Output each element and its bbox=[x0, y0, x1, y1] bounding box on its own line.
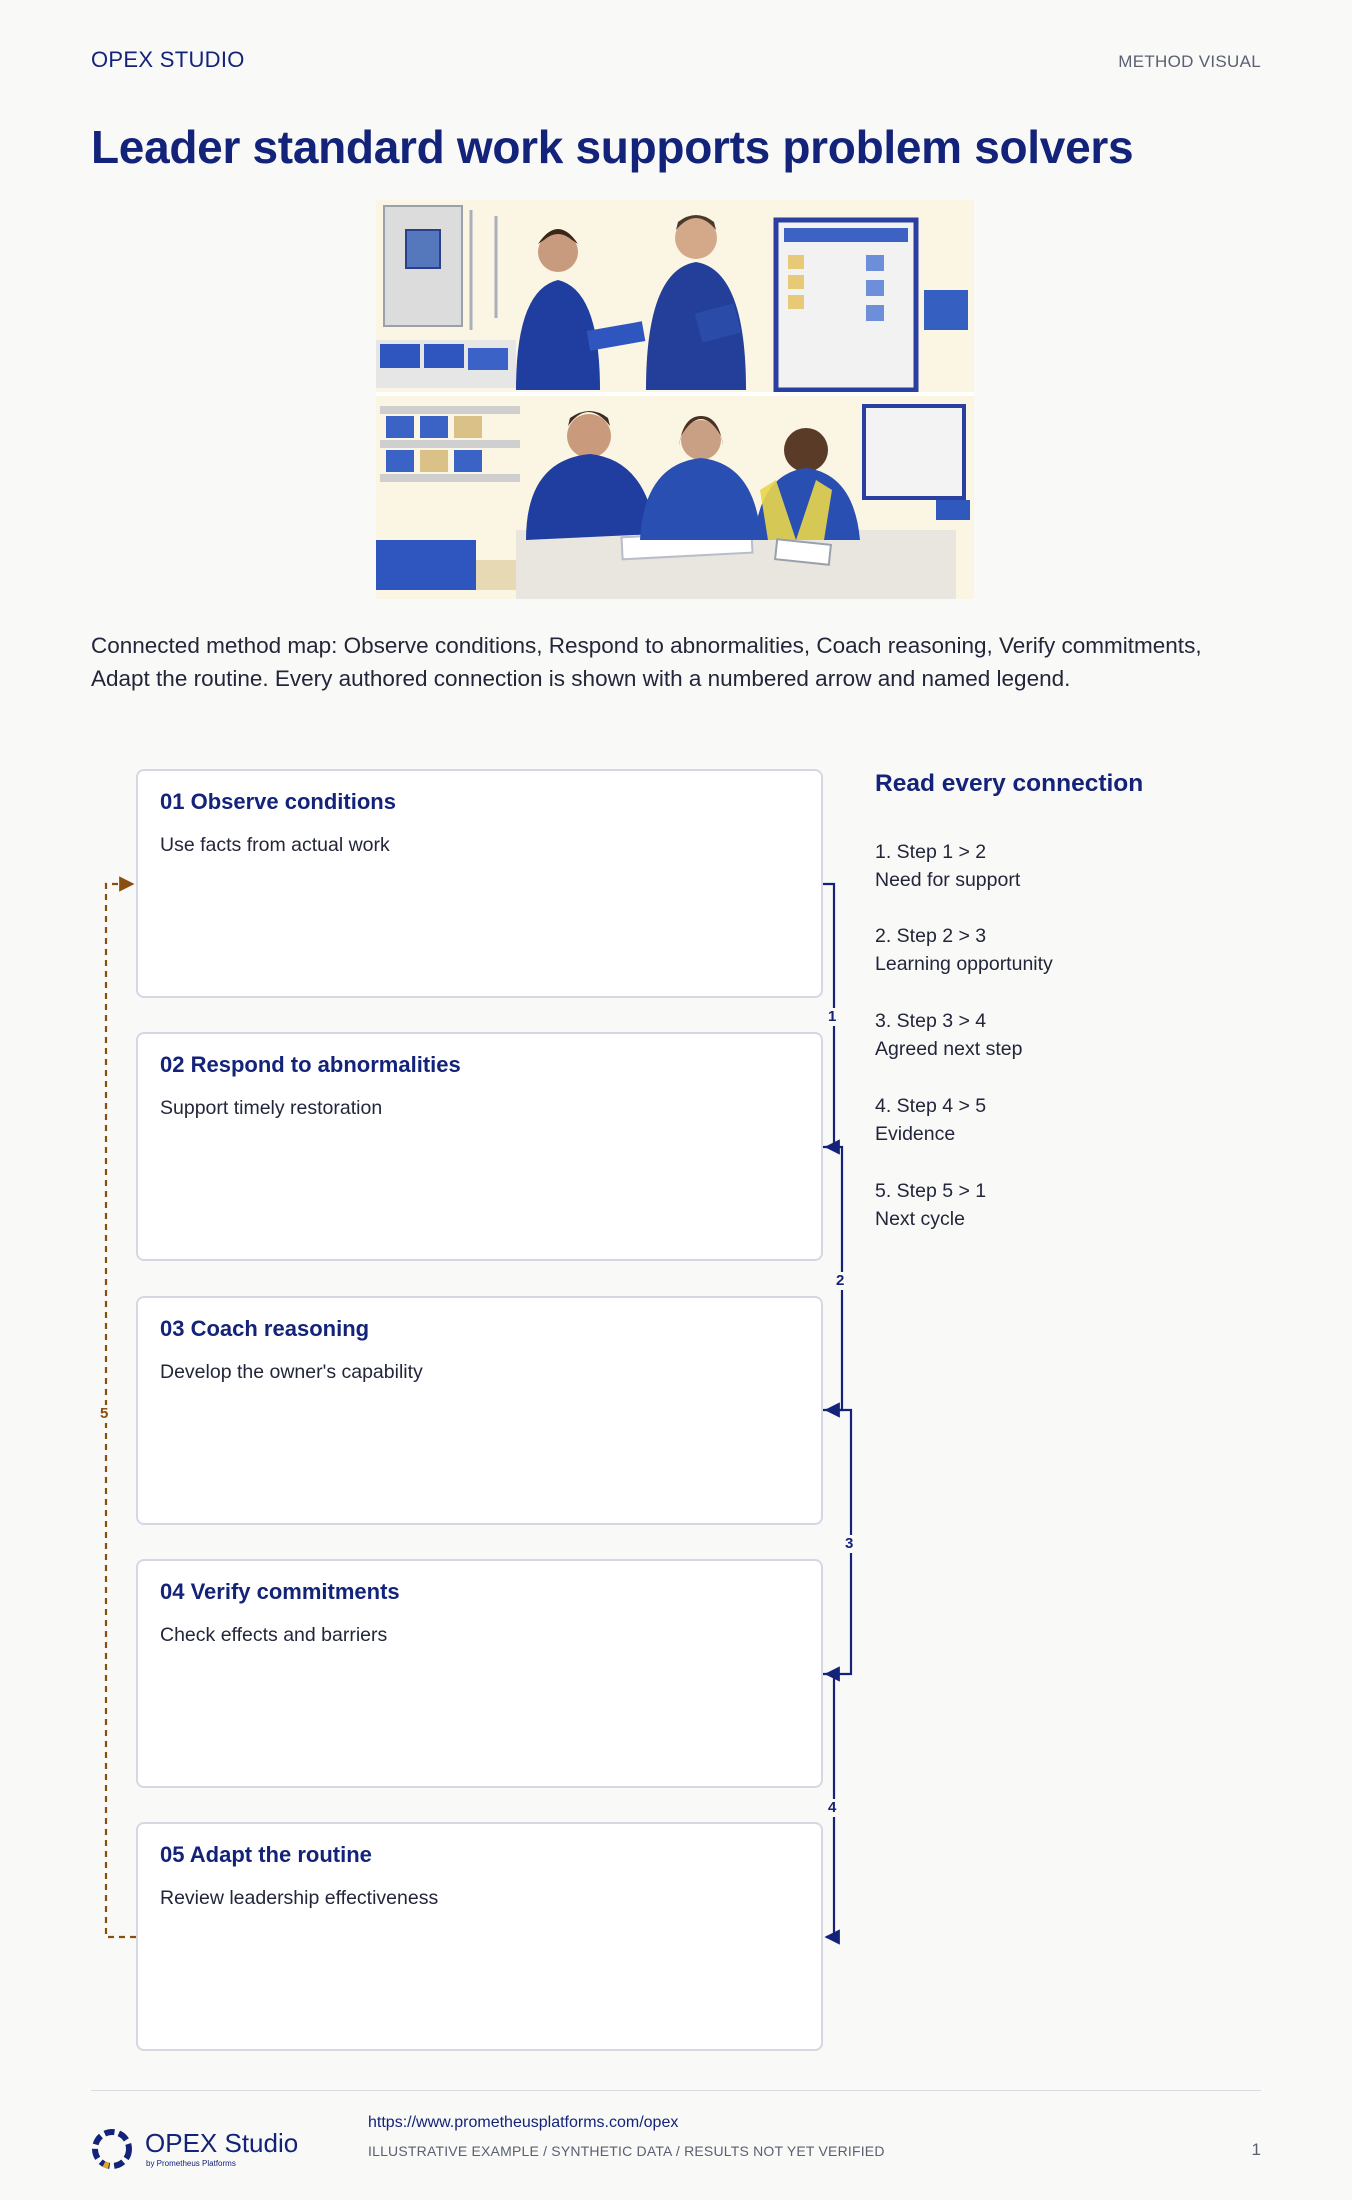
connection-label-2: 2 bbox=[834, 1272, 847, 1290]
legend-title: Read every connection bbox=[875, 770, 1144, 797]
hero-illustration bbox=[376, 200, 974, 599]
legend-item: 3. Step 3 > 4 Agreed next step bbox=[875, 1007, 1022, 1063]
legend-route: 2. Step 2 > 3 bbox=[875, 925, 987, 947]
footer-url-link[interactable]: https://www.prometheusplatforms.com/opex bbox=[368, 2114, 679, 2131]
step-title: 01 Observe conditions bbox=[160, 789, 396, 814]
step-description: Review leadership effectiveness bbox=[160, 1887, 439, 1909]
step-description: Check effects and barriers bbox=[160, 1624, 388, 1646]
step-description: Develop the owner's capability bbox=[160, 1361, 423, 1383]
connection-label-4: 4 bbox=[826, 1799, 839, 1817]
legend-route: 5. Step 5 > 1 bbox=[875, 1180, 987, 1202]
connection-label-1: 1 bbox=[826, 1008, 839, 1026]
legend-name: Next cycle bbox=[875, 1208, 965, 1230]
step-card-adapt: 05 Adapt the routine Review leadership e… bbox=[136, 1822, 823, 2051]
connection-label-5: 5 bbox=[98, 1405, 111, 1423]
step-title: 02 Respond to abnormalities bbox=[160, 1052, 461, 1077]
section-label: METHOD VISUAL bbox=[1118, 52, 1261, 71]
step-description: Support timely restoration bbox=[160, 1097, 383, 1119]
page-title: Leader standard work supports problem so… bbox=[91, 121, 1134, 173]
ring-logo-icon bbox=[92, 2129, 132, 2169]
intro-text: Connected method map: Observe conditions… bbox=[91, 633, 1202, 691]
legend-name: Need for support bbox=[875, 869, 1021, 891]
footer-divider bbox=[91, 2090, 1261, 2091]
footer-by-line: by Prometheus Platforms bbox=[146, 2159, 236, 2168]
legend-item: 5. Step 5 > 1 Next cycle bbox=[875, 1177, 986, 1233]
machine-graphic bbox=[376, 205, 516, 388]
legend-item: 4. Step 4 > 5 Evidence bbox=[875, 1092, 986, 1148]
step-title: 04 Verify commitments bbox=[160, 1579, 400, 1604]
legend-route: 4. Step 4 > 5 bbox=[875, 1095, 987, 1117]
step-description: Use facts from actual work bbox=[160, 834, 390, 856]
step-title: 03 Coach reasoning bbox=[160, 1316, 370, 1341]
legend-route: 3. Step 3 > 4 bbox=[875, 1010, 987, 1032]
step-card-coach: 03 Coach reasoning Develop the owner's c… bbox=[136, 1296, 823, 1525]
step-title: 05 Adapt the routine bbox=[160, 1842, 372, 1867]
page-number: 1 bbox=[1251, 2140, 1261, 2159]
connection-5-arrow bbox=[104, 876, 136, 1939]
step-card-observe: 01 Observe conditions Use facts from act… bbox=[136, 769, 823, 998]
whiteboard-graphic bbox=[862, 404, 970, 520]
legend-item: 2. Step 2 > 3 Learning opportunity bbox=[875, 922, 1053, 978]
footer-brand: OPEX Studio bbox=[145, 2128, 299, 2158]
step-card-verify: 04 Verify commitments Check effects and … bbox=[136, 1559, 823, 1788]
connection-label-3: 3 bbox=[843, 1535, 856, 1553]
step-card-respond: 02 Respond to abnormalities Support time… bbox=[136, 1032, 823, 1261]
legend-route: 1. Step 1 > 2 bbox=[875, 841, 987, 863]
header-brand: OPEX STUDIO bbox=[91, 47, 245, 72]
legend-item: 1. Step 1 > 2 Need for support bbox=[875, 838, 1020, 894]
legend-name: Agreed next step bbox=[875, 1038, 1023, 1060]
legend-name: Learning opportunity bbox=[875, 953, 1053, 975]
board-graphic bbox=[773, 217, 968, 393]
legend-name: Evidence bbox=[875, 1123, 956, 1145]
footer-disclaimer: ILLUSTRATIVE EXAMPLE / SYNTHETIC DATA / … bbox=[368, 2143, 885, 2159]
